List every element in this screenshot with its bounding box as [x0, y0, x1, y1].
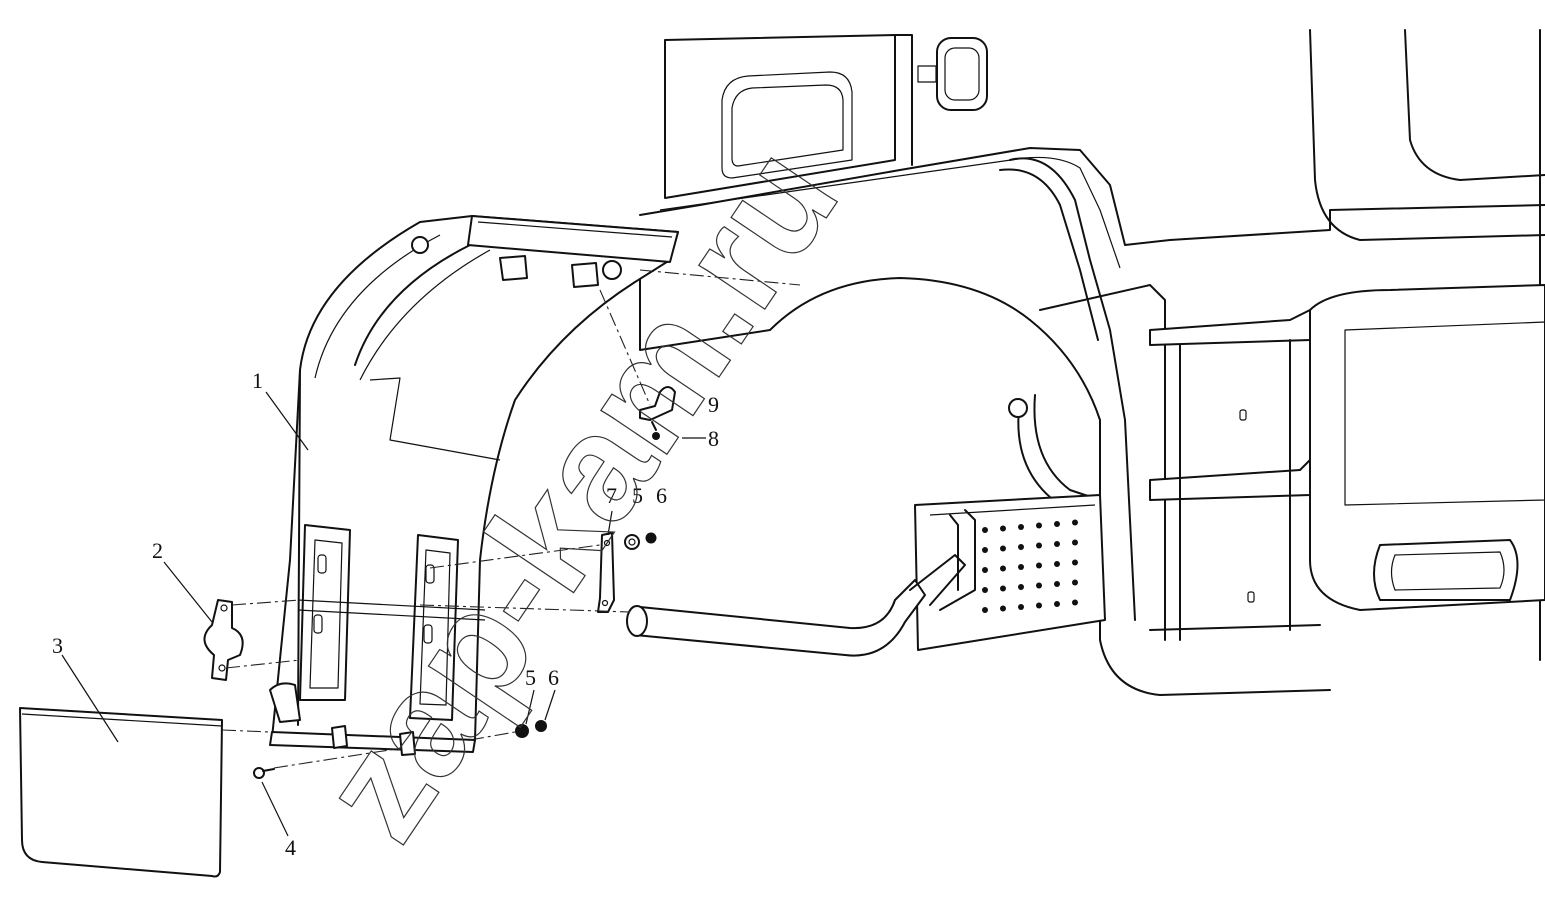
callout-2: 2 [152, 538, 163, 563]
plate-hole [1072, 559, 1078, 566]
plate-hole [1054, 561, 1060, 567]
plate-hole [1072, 579, 1078, 586]
callout-6-upper: 6 [656, 483, 667, 508]
plate-hole [1000, 525, 1006, 532]
plate-hole [1000, 565, 1006, 572]
plate-hole [1072, 519, 1078, 526]
plate-hole [1036, 542, 1042, 549]
plate-hole [1036, 522, 1042, 529]
plate-hole [1054, 541, 1060, 547]
plate-hole [1018, 584, 1024, 590]
plate-hole [1018, 604, 1024, 610]
part-5-washer-upper [624, 534, 640, 550]
plate-hole [1000, 545, 1006, 552]
plate-hole [1018, 524, 1024, 530]
callout-6-lower: 6 [548, 665, 559, 690]
callout-9: 9 [708, 392, 719, 417]
callout-1: 1 [252, 368, 263, 393]
truck-cab-outline [639, 29, 1545, 696]
plate-hole [1036, 602, 1042, 609]
callout-5-lower: 5 [525, 665, 536, 690]
part-6-nut-upper [645, 532, 657, 544]
callout-7: 7 [606, 483, 617, 508]
plate-hole [982, 527, 988, 533]
callout-labels: 1 2 3 4 7 5 6 9 8 5 6 [52, 368, 719, 860]
plate-hole [982, 607, 988, 613]
plate-hole [982, 587, 988, 593]
part-9-clamp [639, 386, 676, 421]
plate-hole [1000, 605, 1006, 612]
plate-hole [1072, 539, 1078, 546]
plate-hole [1018, 544, 1024, 550]
plate-hole [982, 567, 988, 573]
hose-routing [999, 157, 1136, 621]
plate-hole [1000, 585, 1006, 592]
part-2-bracket [203, 599, 244, 681]
part-5-washer-lower [515, 724, 529, 738]
support-tube [626, 554, 966, 657]
callout-8: 8 [708, 426, 719, 451]
callout-4: 4 [285, 835, 296, 860]
plate-hole [982, 547, 988, 553]
part-8-screw [651, 421, 660, 440]
part-4-screw [253, 767, 275, 779]
part-3-mudflap [19, 707, 223, 878]
plate-hole [1036, 562, 1042, 569]
part-1-mudguard [269, 215, 679, 756]
callout-3: 3 [52, 633, 63, 658]
chassis-mounting-plate [914, 494, 1106, 651]
part-6-nut-lower [535, 720, 547, 732]
plate-hole [1054, 581, 1060, 587]
assembly-centerlines [221, 269, 801, 769]
callout-5-upper: 5 [632, 483, 643, 508]
plate-hole [1072, 599, 1078, 606]
callout-leaders [61, 391, 706, 837]
plate-hole [1018, 564, 1024, 570]
plate-hole [1054, 601, 1060, 607]
part-7-strip-bracket [597, 532, 615, 613]
plate-hole [1054, 521, 1060, 527]
plate-hole [1036, 582, 1042, 589]
